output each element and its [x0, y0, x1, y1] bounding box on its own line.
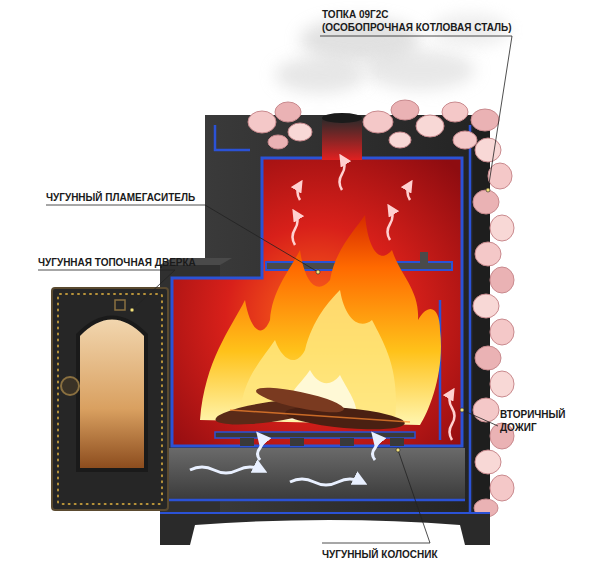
leader-line-part	[130, 308, 134, 312]
heater-stones-part	[473, 398, 499, 422]
part-label: ТОПКА 09Г2С	[322, 8, 389, 21]
air-flow-arrow-part	[293, 213, 298, 245]
heater-stones-part	[442, 102, 468, 122]
firebox-door-part	[58, 294, 162, 504]
firebox-door-part	[78, 318, 146, 471]
air-flow-arrow-part	[408, 184, 411, 200]
steam-cloud-part	[275, 57, 365, 93]
firewood	[214, 383, 410, 433]
heater-stones-part	[473, 294, 499, 318]
heater-stones-part	[475, 138, 501, 162]
part-label: (ОСОБОПРОЧНАЯ КОТЛОВАЯ СТАЛЬ)	[322, 21, 512, 34]
firebox-interior-part	[215, 125, 250, 150]
ash-pan-part	[165, 499, 465, 502]
heater-stones-part	[453, 131, 477, 149]
leader-line-part	[462, 410, 498, 426]
heater-stones-part	[391, 100, 419, 120]
heater-stones-part	[490, 215, 514, 241]
firebox-door-part	[52, 288, 168, 510]
leader-line-part	[316, 270, 320, 274]
air-flow-arrow-part	[340, 158, 345, 190]
heater-stones	[248, 100, 514, 517]
stove-legs-part	[160, 512, 490, 514]
ash-pan	[165, 448, 465, 500]
firewood-part	[230, 410, 410, 422]
grate-part	[215, 432, 415, 438]
part-label: ВТОРИЧНЫЙ ДОЖИГ	[500, 408, 580, 434]
heater-stones-part	[275, 102, 301, 122]
leader-line	[38, 36, 512, 543]
air-flow-arrow	[70, 158, 455, 485]
heater-stones-part	[471, 109, 499, 131]
firebox-door-part	[61, 377, 79, 395]
grate	[215, 432, 415, 446]
part-label: ЧУГУННАЯ ТОПОЧНАЯ ДВЕРКА	[38, 256, 196, 269]
firebox-interior-part	[172, 158, 462, 446]
firebox-door	[52, 288, 168, 510]
flame-damper-part	[420, 252, 428, 264]
chimney	[322, 113, 362, 160]
grate-part	[340, 438, 354, 446]
fire	[200, 215, 441, 425]
heater-stones-part	[475, 450, 501, 474]
heater-stones-part	[475, 346, 501, 370]
grate-part	[290, 438, 304, 446]
leader-line-part	[322, 450, 430, 543]
firebox-interior-part	[172, 158, 462, 446]
fire-part	[200, 215, 441, 425]
heater-stones-part	[268, 135, 288, 149]
heater-stones-part	[490, 475, 514, 501]
part-label: ЧУГУННЫЙ ПЛАМЕГАСИТЕЛЬ	[46, 191, 195, 204]
heater-stones-part	[490, 267, 514, 293]
air-flow-arrow-part	[373, 436, 378, 460]
air-flow-arrow-part	[190, 467, 262, 473]
heater-stones-part	[490, 371, 514, 397]
air-flow-arrow-part	[298, 184, 301, 200]
fire-part	[240, 290, 396, 420]
steam-cloud-part	[365, 50, 475, 90]
part-label: ЧУГУННЫЙ КОЛОСНИК	[322, 548, 438, 561]
leader-line-part	[320, 36, 512, 190]
heater-stones-part	[363, 111, 393, 133]
air-flow-arrow-part	[258, 436, 263, 460]
leader-line-part	[396, 448, 400, 452]
chimney-part	[322, 113, 362, 123]
grate-part	[240, 438, 254, 446]
grate-part	[390, 438, 404, 446]
chimney-part	[322, 118, 362, 160]
stove-legs-part	[160, 513, 490, 545]
air-flow-arrow-part	[388, 208, 393, 240]
air-flow-arrow-part	[450, 392, 455, 440]
heater-stones-part	[490, 319, 514, 345]
heater-stones-part	[389, 132, 411, 148]
leader-line-part	[460, 408, 464, 412]
firebox-interior-part	[469, 125, 472, 515]
heater-stones-part	[248, 111, 276, 133]
heater-stones-part	[473, 190, 499, 214]
heater-stones-part	[288, 123, 312, 141]
ash-pan-part	[165, 448, 465, 500]
stove-legs	[160, 513, 490, 545]
stove-body	[160, 115, 490, 513]
heater-stones-part	[416, 115, 444, 137]
leader-line-part	[486, 188, 490, 192]
air-flow-arrow-part	[290, 479, 362, 485]
firebox-door-part	[115, 300, 125, 310]
leader-line-part	[38, 270, 175, 310]
heater-stones-part	[475, 242, 501, 266]
